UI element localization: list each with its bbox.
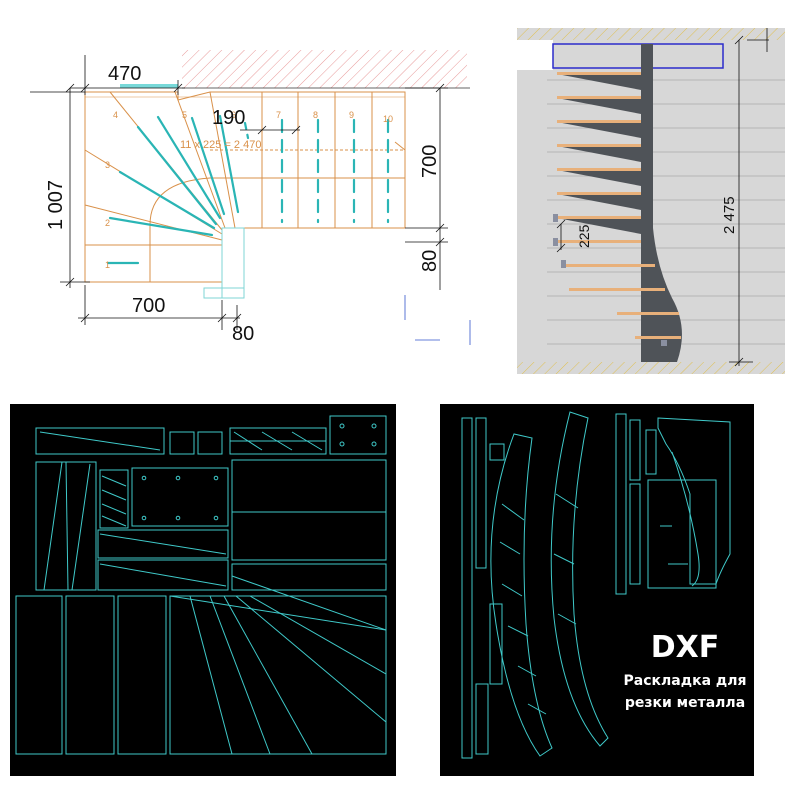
dxf-nesting-layout-parts [10, 404, 396, 776]
dimension-bottom-width: 700 [132, 295, 165, 317]
step-number-6: 6 [231, 110, 236, 120]
stair-elevation-drawing: 2 475 225 [517, 28, 785, 374]
dimension-right-gap: 80 [419, 250, 441, 272]
dxf-subtitle: Раскладка для резки металла [600, 670, 754, 714]
step-number-4: 4 [113, 110, 118, 120]
dimension-riser: 225 [576, 224, 592, 248]
dimension-right-upper: 700 [419, 145, 441, 178]
dimension-top-width: 470 [108, 63, 141, 85]
treads [557, 72, 681, 339]
wall-hatching [182, 50, 467, 88]
dxf-nesting-layout-stringers: DXF Раскладка для резки металла [440, 404, 754, 776]
dxf-subtitle-line2: резки металла [624, 695, 746, 711]
step-number-3: 3 [105, 160, 110, 170]
dimension-total-height: 2 475 [721, 196, 738, 234]
newel-box [203, 227, 245, 299]
dimension-bottom-gap: 80 [232, 323, 254, 345]
step-number-7: 7 [276, 110, 281, 120]
stair-plan-drawing: 1 2 3 4 5 6 7 8 9 10 11 x 225 = 2 470 [0, 0, 500, 360]
steps-formula: 11 x 225 = 2 470 [180, 139, 261, 151]
dimension-left-height: 1 007 [45, 180, 67, 230]
step-number-8: 8 [313, 110, 318, 120]
step-number-9: 9 [349, 110, 354, 120]
step-number-1: 1 [105, 260, 110, 270]
dxf-subtitle-line1: Раскладка для [623, 673, 747, 689]
step-number-2: 2 [105, 218, 110, 228]
step-brackets [557, 74, 641, 234]
dimension-upper-step: 190 [212, 107, 245, 129]
elevation-grid [547, 79, 785, 345]
dimension-lines [30, 55, 471, 345]
stringer-lines [106, 114, 390, 265]
step-number-10: 10 [383, 114, 393, 124]
step-number-5: 5 [182, 110, 187, 120]
stringer [641, 44, 682, 362]
dxf-format-label: DXF [650, 630, 720, 665]
